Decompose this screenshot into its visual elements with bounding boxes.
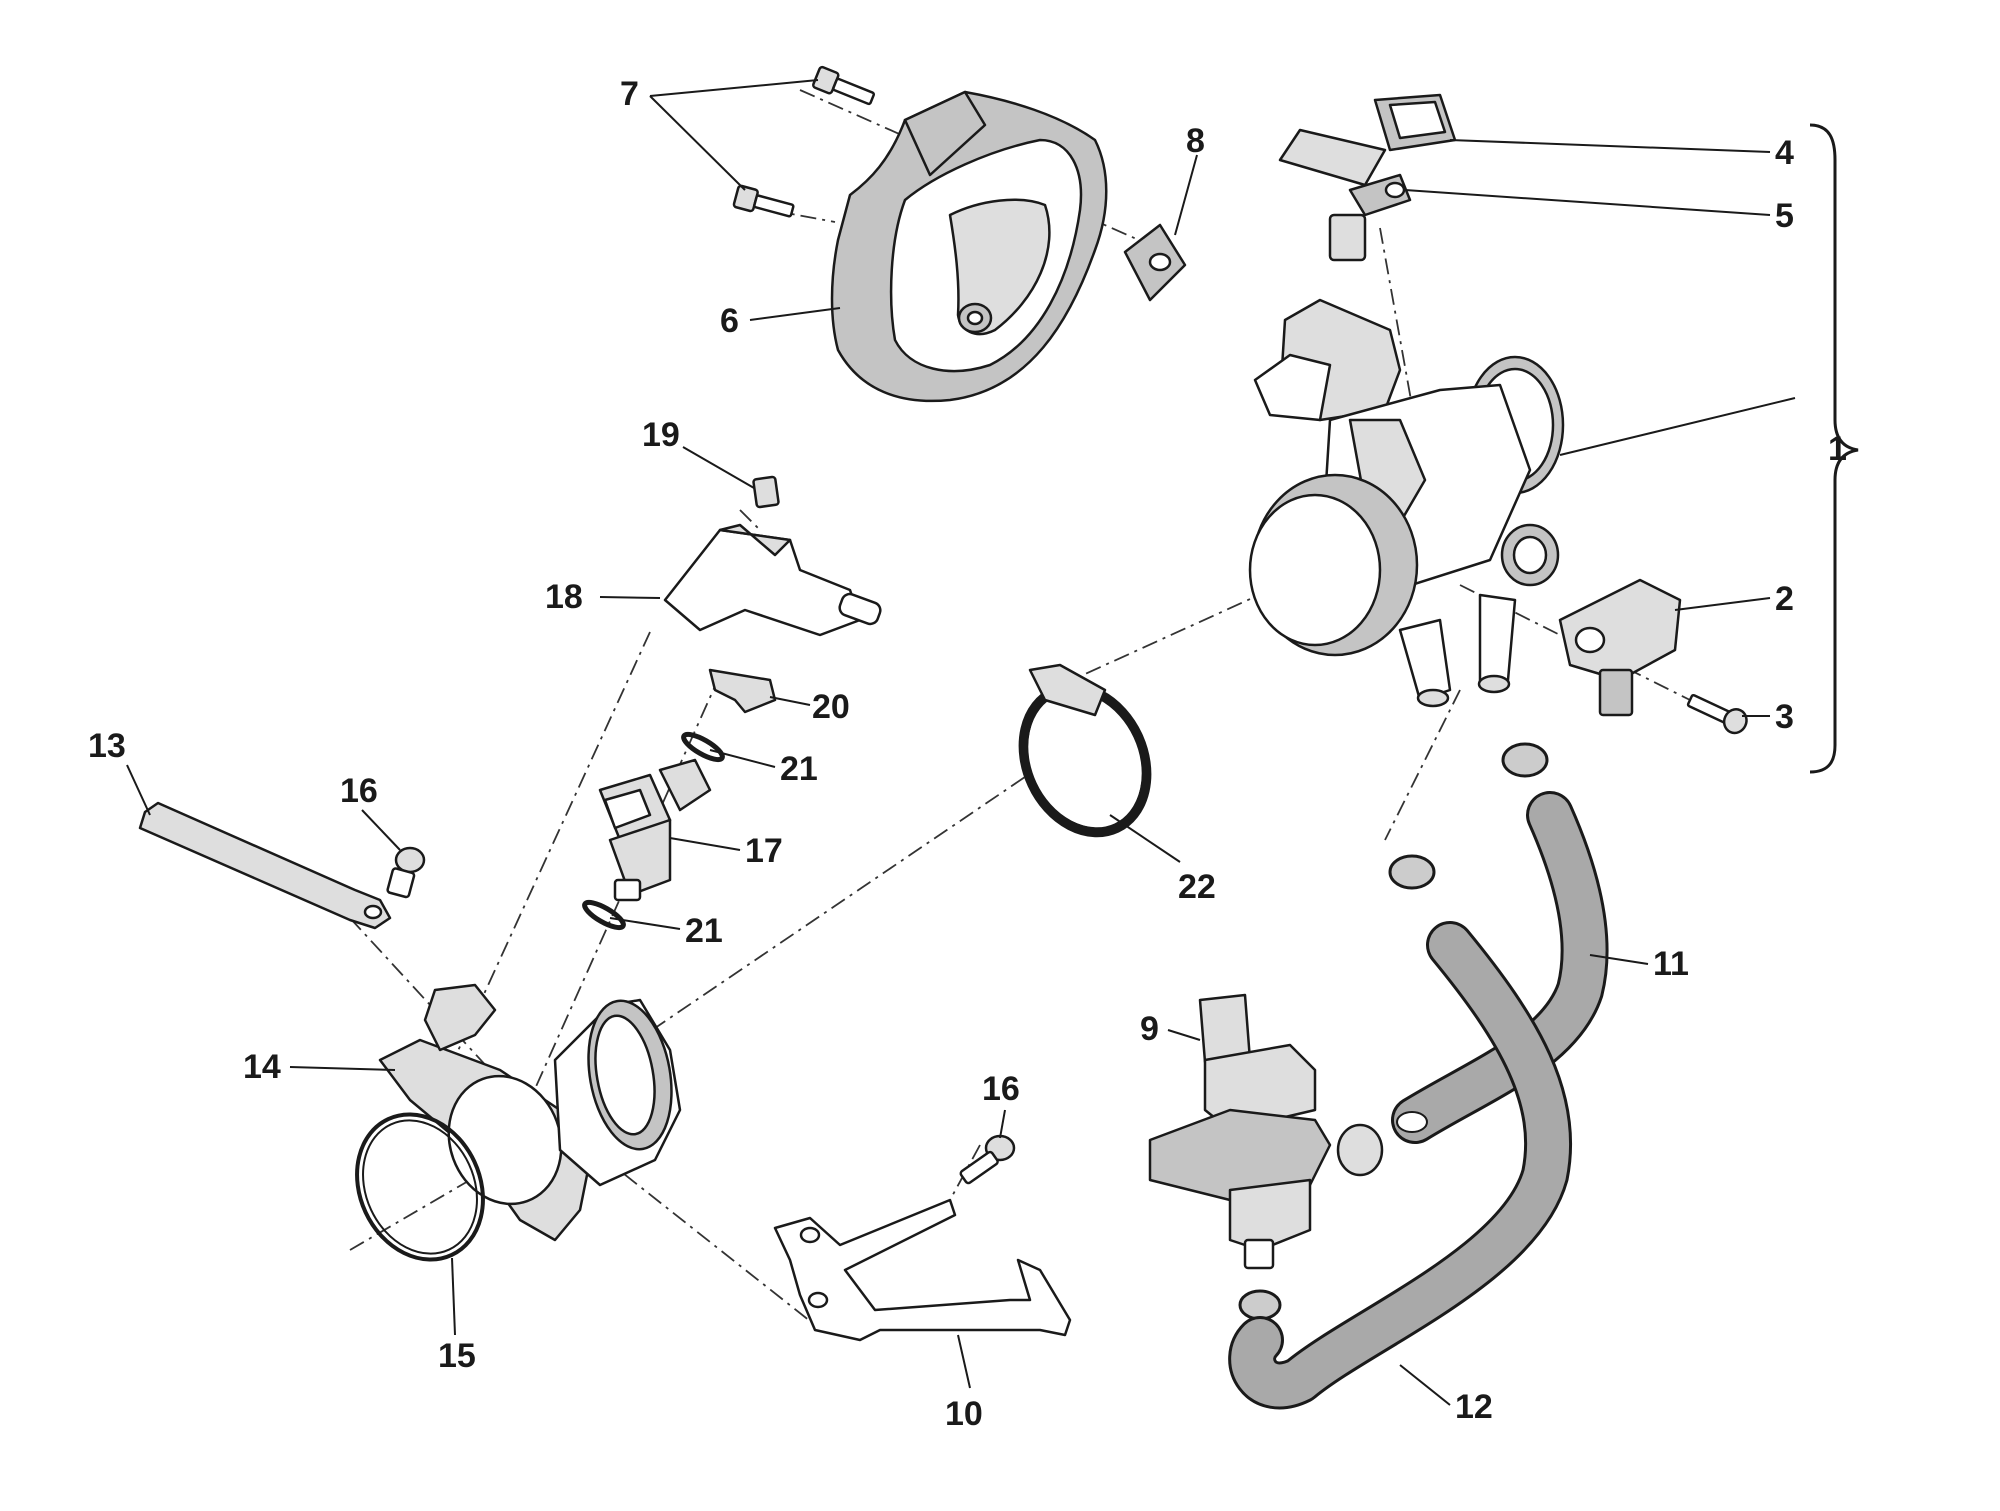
throttle-cover-part-6 — [830, 90, 1108, 403]
callout-19: 19 — [642, 416, 680, 454]
small-clamps — [1238, 742, 1549, 1321]
strap-part-13 — [138, 801, 392, 930]
callout-16a: 16 — [340, 772, 378, 810]
callout-18: 18 — [545, 578, 583, 616]
callout-16b: 16 — [982, 1070, 1020, 1108]
screw-part-16b — [959, 1134, 1016, 1185]
group-brace — [1809, 123, 1859, 774]
callout-14: 14 — [243, 1048, 281, 1086]
callout-labels: 1 2 3 4 5 6 7 8 9 10 11 12 13 14 15 16 1… — [88, 75, 1847, 1433]
callout-15: 15 — [438, 1337, 476, 1375]
callout-10: 10 — [945, 1395, 983, 1433]
hose-part-11 — [1391, 791, 1609, 1144]
o-ring-part-15 — [355, 1112, 485, 1262]
callout-1: 1 — [1828, 430, 1847, 468]
leader-lines — [126, 79, 1796, 1406]
callout-7: 7 — [620, 75, 639, 113]
callout-3: 3 — [1775, 698, 1794, 736]
screw-part-16a — [386, 846, 426, 899]
clip-nut-part-8 — [1123, 223, 1187, 302]
callout-5: 5 — [1775, 197, 1794, 235]
screws-part-7 — [732, 65, 876, 218]
bracket-part-10 — [773, 1198, 1072, 1342]
injector-part-17 — [598, 758, 712, 902]
callout-12: 12 — [1455, 1388, 1493, 1426]
throttle-body-part-1 — [1248, 298, 1565, 708]
callout-8: 8 — [1186, 122, 1205, 160]
map-sensor-part-4-5 — [1278, 93, 1457, 262]
o-rings-part-21 — [582, 731, 725, 931]
callout-17: 17 — [745, 832, 783, 870]
fuel-rail-part-18 — [663, 523, 882, 637]
screw-part-19 — [752, 475, 780, 509]
clip-part-20 — [708, 668, 777, 714]
throttle-sensor-part-2 — [1558, 578, 1682, 717]
intake-manifold-part-14 — [378, 983, 682, 1242]
hose-part-12 — [1228, 921, 1573, 1410]
callout-20: 20 — [812, 688, 850, 726]
callout-6: 6 — [720, 302, 739, 340]
callout-11: 11 — [1653, 945, 1689, 983]
callout-2: 2 — [1775, 580, 1794, 618]
callout-4: 4 — [1775, 134, 1794, 172]
callout-21b: 21 — [685, 912, 723, 950]
callout-21a: 21 — [780, 750, 818, 788]
callout-9: 9 — [1140, 1010, 1159, 1048]
callout-22: 22 — [1178, 868, 1216, 906]
solenoid-valve-part-9 — [1148, 993, 1384, 1270]
hose-clamp-part-22 — [1018, 663, 1152, 838]
screw-part-3 — [1686, 693, 1748, 735]
callout-13: 13 — [88, 727, 126, 765]
